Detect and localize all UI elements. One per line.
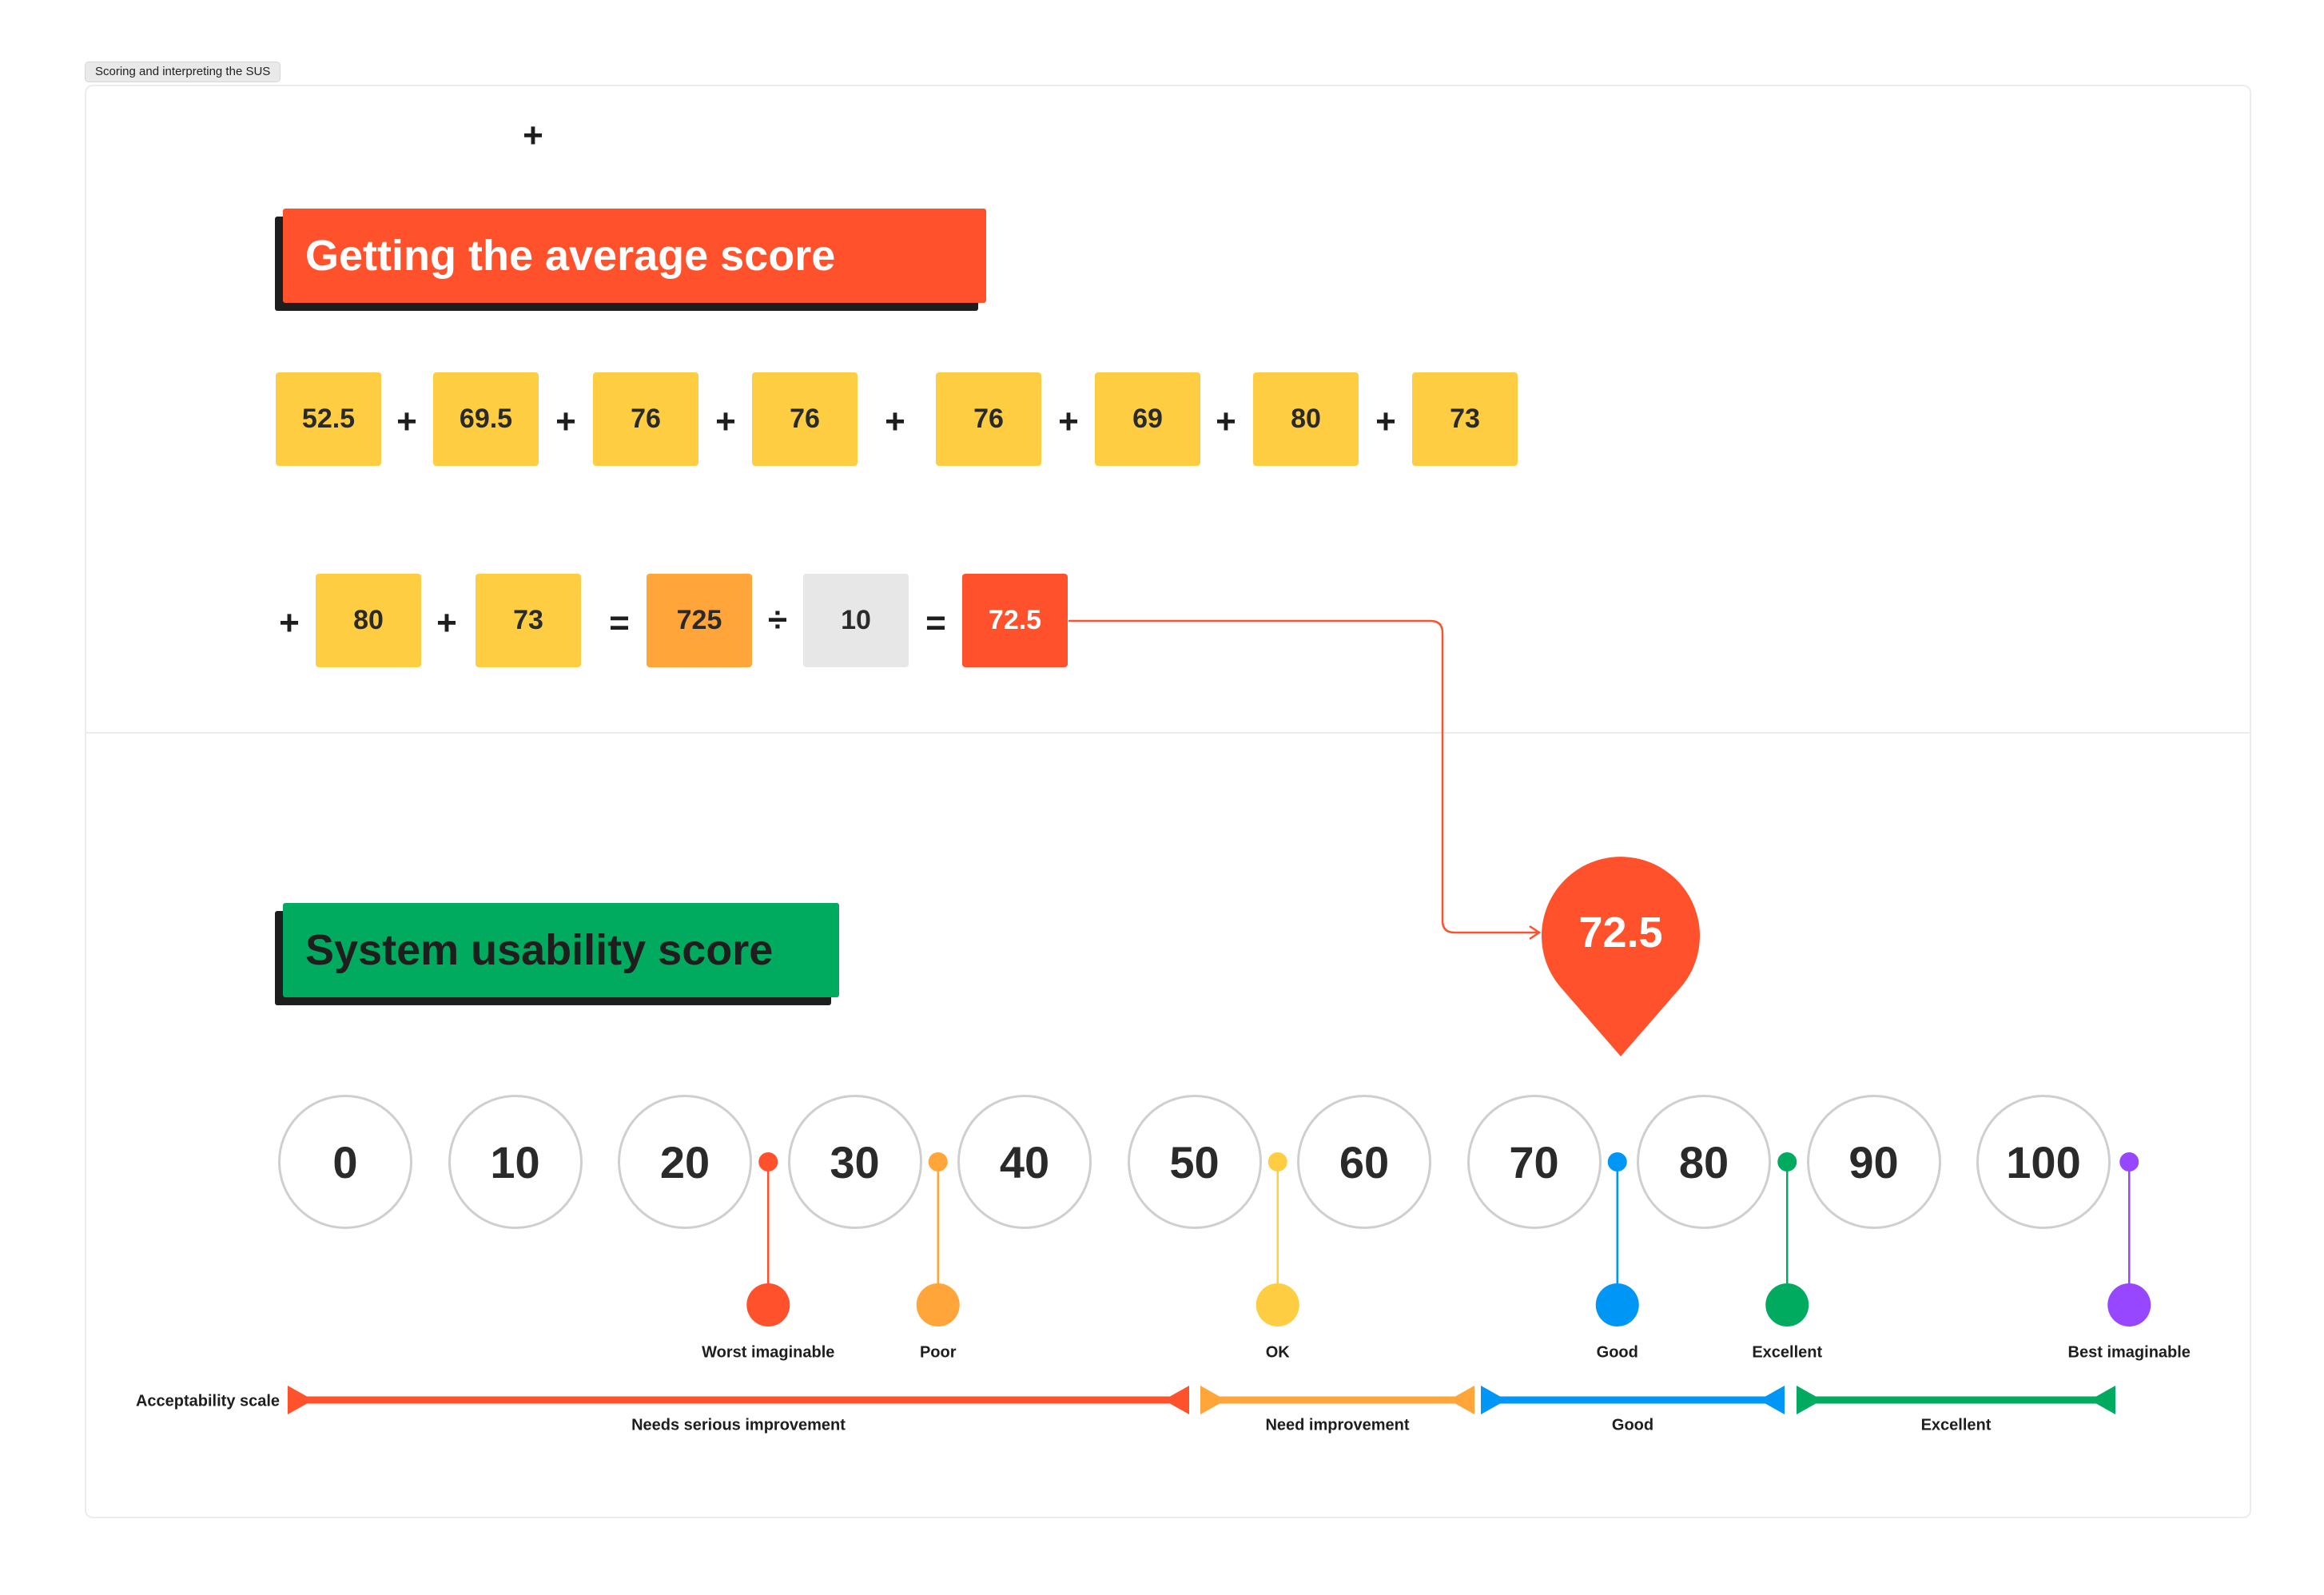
adjective-dot-small bbox=[1777, 1152, 1797, 1171]
adjective-dot-small bbox=[758, 1152, 778, 1171]
range-start-arrow bbox=[1481, 1386, 1506, 1414]
plus-sign: + bbox=[1375, 402, 1396, 441]
scale-circle-40: 40 bbox=[957, 1095, 1092, 1229]
plus-sign: + bbox=[396, 402, 417, 441]
adjective-label: Best imaginable bbox=[2067, 1343, 2191, 1362]
scale-circle-100: 100 bbox=[1976, 1095, 2111, 1229]
scale-circle-90: 90 bbox=[1806, 1095, 1941, 1229]
section-title-average: Getting the average score bbox=[283, 209, 986, 303]
connector-arrow bbox=[1068, 619, 1538, 934]
plus-sign: + bbox=[1058, 402, 1079, 441]
scale-circle-20: 20 bbox=[618, 1095, 752, 1229]
section-divider bbox=[85, 732, 2251, 734]
score-box: 76 bbox=[936, 372, 1041, 466]
score-box: 73 bbox=[476, 574, 581, 667]
scale-circle-80: 80 bbox=[1637, 1095, 1771, 1229]
plus-sign: + bbox=[436, 603, 457, 642]
equals-sign: = bbox=[925, 603, 946, 642]
score-box: 69 bbox=[1095, 372, 1200, 466]
acceptability-range-label: Needs serious improvement bbox=[631, 1416, 846, 1434]
acceptability-scale-label: Acceptability scale bbox=[135, 1392, 281, 1410]
score-box: 80 bbox=[1253, 372, 1359, 466]
frame-label[interactable]: Scoring and interpreting the SUS bbox=[85, 62, 281, 82]
plus-sign: + bbox=[885, 402, 905, 441]
score-pin-value: 72.5 bbox=[1578, 909, 1663, 957]
adjective-dot bbox=[1256, 1283, 1299, 1327]
range-start-arrow bbox=[1200, 1386, 1226, 1414]
adjective-dot-small bbox=[1607, 1152, 1627, 1171]
adjective-label: Poor bbox=[919, 1343, 957, 1362]
adjective-dot bbox=[1765, 1283, 1809, 1327]
adjective-dot bbox=[916, 1283, 960, 1327]
range-end-arrow bbox=[1759, 1386, 1785, 1414]
adjective-dot bbox=[746, 1283, 790, 1327]
scale-circle-10: 10 bbox=[448, 1095, 583, 1229]
divide-sign: ÷ bbox=[767, 600, 788, 639]
score-box: 76 bbox=[752, 372, 858, 466]
adjective-dot-small bbox=[1267, 1152, 1287, 1171]
range-end-arrow bbox=[1164, 1386, 1189, 1414]
acceptability-range-label: Need improvement bbox=[1265, 1416, 1410, 1434]
plus-sign: + bbox=[715, 402, 736, 441]
frame bbox=[85, 85, 2251, 1518]
scale-circle-70: 70 bbox=[1466, 1095, 1602, 1229]
section-title-sus: System usability score bbox=[283, 903, 839, 997]
score-pin bbox=[1541, 857, 1700, 1056]
scale-circle-60: 60 bbox=[1297, 1095, 1431, 1229]
result-box: 72.5 bbox=[962, 574, 1068, 667]
range-start-arrow bbox=[1797, 1386, 1822, 1414]
score-box: 52.5 bbox=[276, 372, 381, 466]
score-box: 73 bbox=[1412, 372, 1518, 466]
equals-sign: = bbox=[609, 603, 630, 642]
connector-arrowhead bbox=[1529, 925, 1542, 941]
adjective-dot-small bbox=[928, 1152, 948, 1171]
sum-box: 725 bbox=[647, 574, 752, 667]
adjective-label: OK bbox=[1265, 1343, 1290, 1362]
range-start-arrow bbox=[288, 1386, 313, 1414]
adjective-dot-small bbox=[2119, 1152, 2139, 1171]
adjective-label: Good bbox=[1596, 1343, 1638, 1362]
adjective-dot bbox=[1595, 1283, 1639, 1327]
adjective-dot bbox=[2107, 1283, 2151, 1327]
plus-sign: + bbox=[523, 116, 543, 155]
plus-sign: + bbox=[555, 402, 576, 441]
divisor-box: 10 bbox=[803, 574, 909, 667]
score-box: 76 bbox=[593, 372, 698, 466]
scale-circle-0: 0 bbox=[278, 1095, 412, 1229]
adjective-label: Worst imaginable bbox=[702, 1343, 835, 1362]
scale-circle-50: 50 bbox=[1127, 1095, 1262, 1229]
range-end-arrow bbox=[2090, 1386, 2115, 1414]
acceptability-range-label: Excellent bbox=[1920, 1416, 1992, 1434]
range-end-arrow bbox=[1449, 1386, 1474, 1414]
acceptability-range-label: Good bbox=[1611, 1416, 1654, 1434]
plus-sign: + bbox=[279, 603, 300, 642]
plus-sign: + bbox=[1216, 402, 1236, 441]
scale-circle-30: 30 bbox=[787, 1095, 922, 1229]
score-box: 69.5 bbox=[433, 372, 539, 466]
score-box: 80 bbox=[316, 574, 421, 667]
adjective-label: Excellent bbox=[1752, 1343, 1823, 1362]
